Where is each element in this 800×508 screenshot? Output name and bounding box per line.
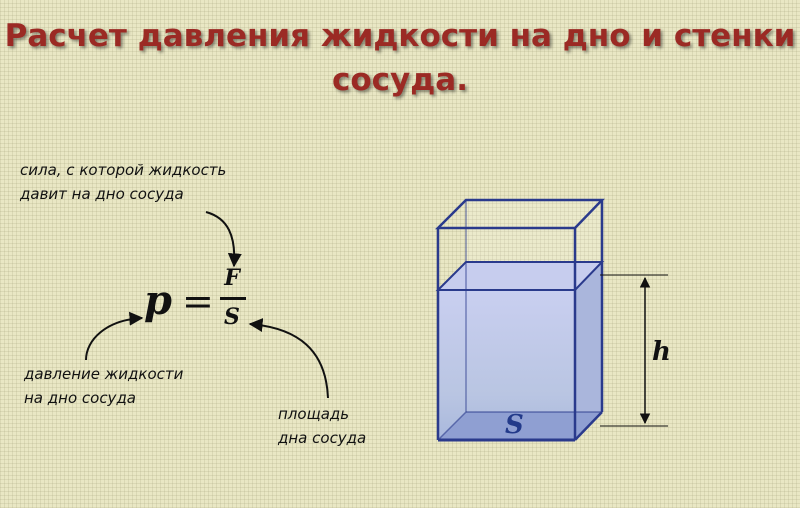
liquid-front-face — [438, 290, 575, 440]
formula-denominator-area: S — [224, 304, 240, 330]
area-arrow — [248, 318, 329, 399]
force-arrow — [205, 211, 242, 268]
force-annotation-line-1: сила, с которой жидкость — [20, 161, 227, 179]
force-annotation: сила, с которой жидкость давит на дно со… — [20, 158, 226, 206]
area-annotation-line-1: площадь — [278, 405, 350, 423]
formula-equals-sign: = — [182, 279, 214, 323]
pressure-annotation: давление жидкости на дно сосуда — [24, 362, 183, 410]
formula-numerator-force: F — [224, 265, 240, 291]
formula-fraction-bar — [220, 297, 246, 300]
title-line-1: Расчет давления жидкости на дно и стенки — [4, 18, 796, 54]
vessel-bottom-right-edge — [574, 411, 603, 441]
vessel-back-bottom-left-edge — [437, 411, 467, 441]
vessel-back-face — [466, 200, 602, 262]
bottom-area-label: S — [505, 410, 524, 440]
pressure-annotation-line-2: на дно сосуда — [24, 389, 137, 407]
force-annotation-line-2: давит на дно сосуда — [20, 185, 184, 203]
vessel-bottom-face — [438, 412, 602, 440]
height-label: h — [652, 337, 671, 367]
page-title: Расчет давления жидкости на дно и стенки… — [0, 14, 800, 102]
pressure-arrow — [85, 311, 144, 361]
liquid-surface — [435, 261, 605, 291]
liquid-side-face — [575, 262, 602, 440]
pressure-formula: p = F S — [144, 264, 264, 344]
formula-pressure-symbol: p — [144, 277, 172, 324]
area-annotation: площадь дна сосуда — [278, 402, 366, 450]
area-annotation-line-2: дна сосуда — [278, 429, 367, 447]
pressure-annotation-line-1: давление жидкости — [24, 365, 184, 383]
title-line-2: сосуда. — [332, 62, 468, 98]
